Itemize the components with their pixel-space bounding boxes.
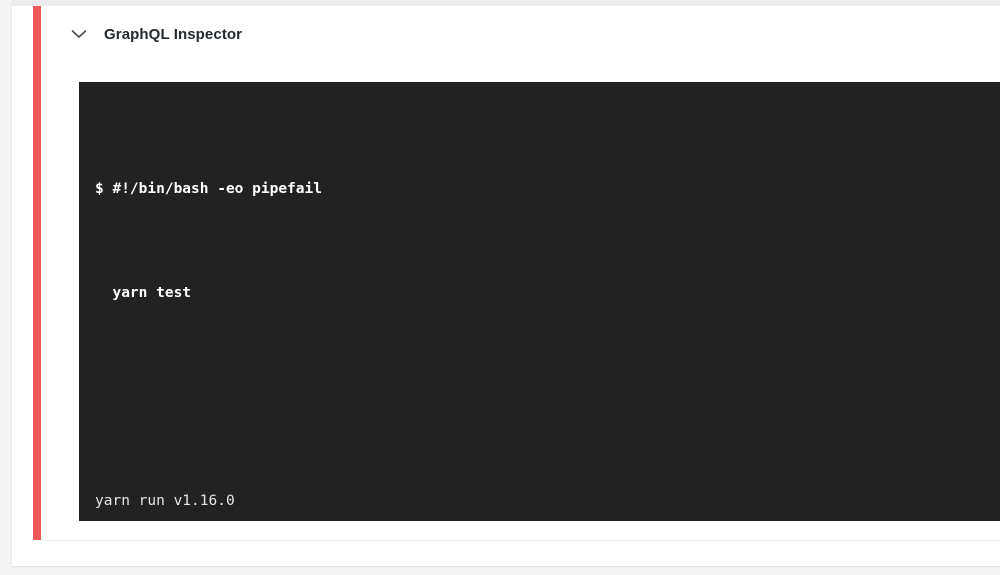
console-output[interactable]: $ #!/bin/bash -eo pipefail yarn test yar…: [79, 82, 1000, 521]
card-footer-divider: [41, 540, 1000, 541]
chevron-down-icon[interactable]: [68, 23, 90, 45]
failed-status-rail: [33, 6, 41, 540]
page-title: GraphQL Inspector: [104, 25, 243, 43]
step-header[interactable]: GraphQL Inspector: [41, 6, 1000, 62]
console-line: yarn run v1.16.0: [95, 493, 235, 509]
console-line: $ #!/bin/bash -eo pipefail: [95, 181, 322, 197]
console-line: yarn test: [95, 285, 192, 301]
card-top-band: [12, 0, 1000, 6]
build-step-card: GraphQL Inspector $ #!/bin/bash -eo pipe…: [12, 0, 1000, 566]
console-line-blank: [95, 384, 1000, 410]
console-lines: $ #!/bin/bash -eo pipefail yarn test yar…: [95, 98, 1000, 521]
